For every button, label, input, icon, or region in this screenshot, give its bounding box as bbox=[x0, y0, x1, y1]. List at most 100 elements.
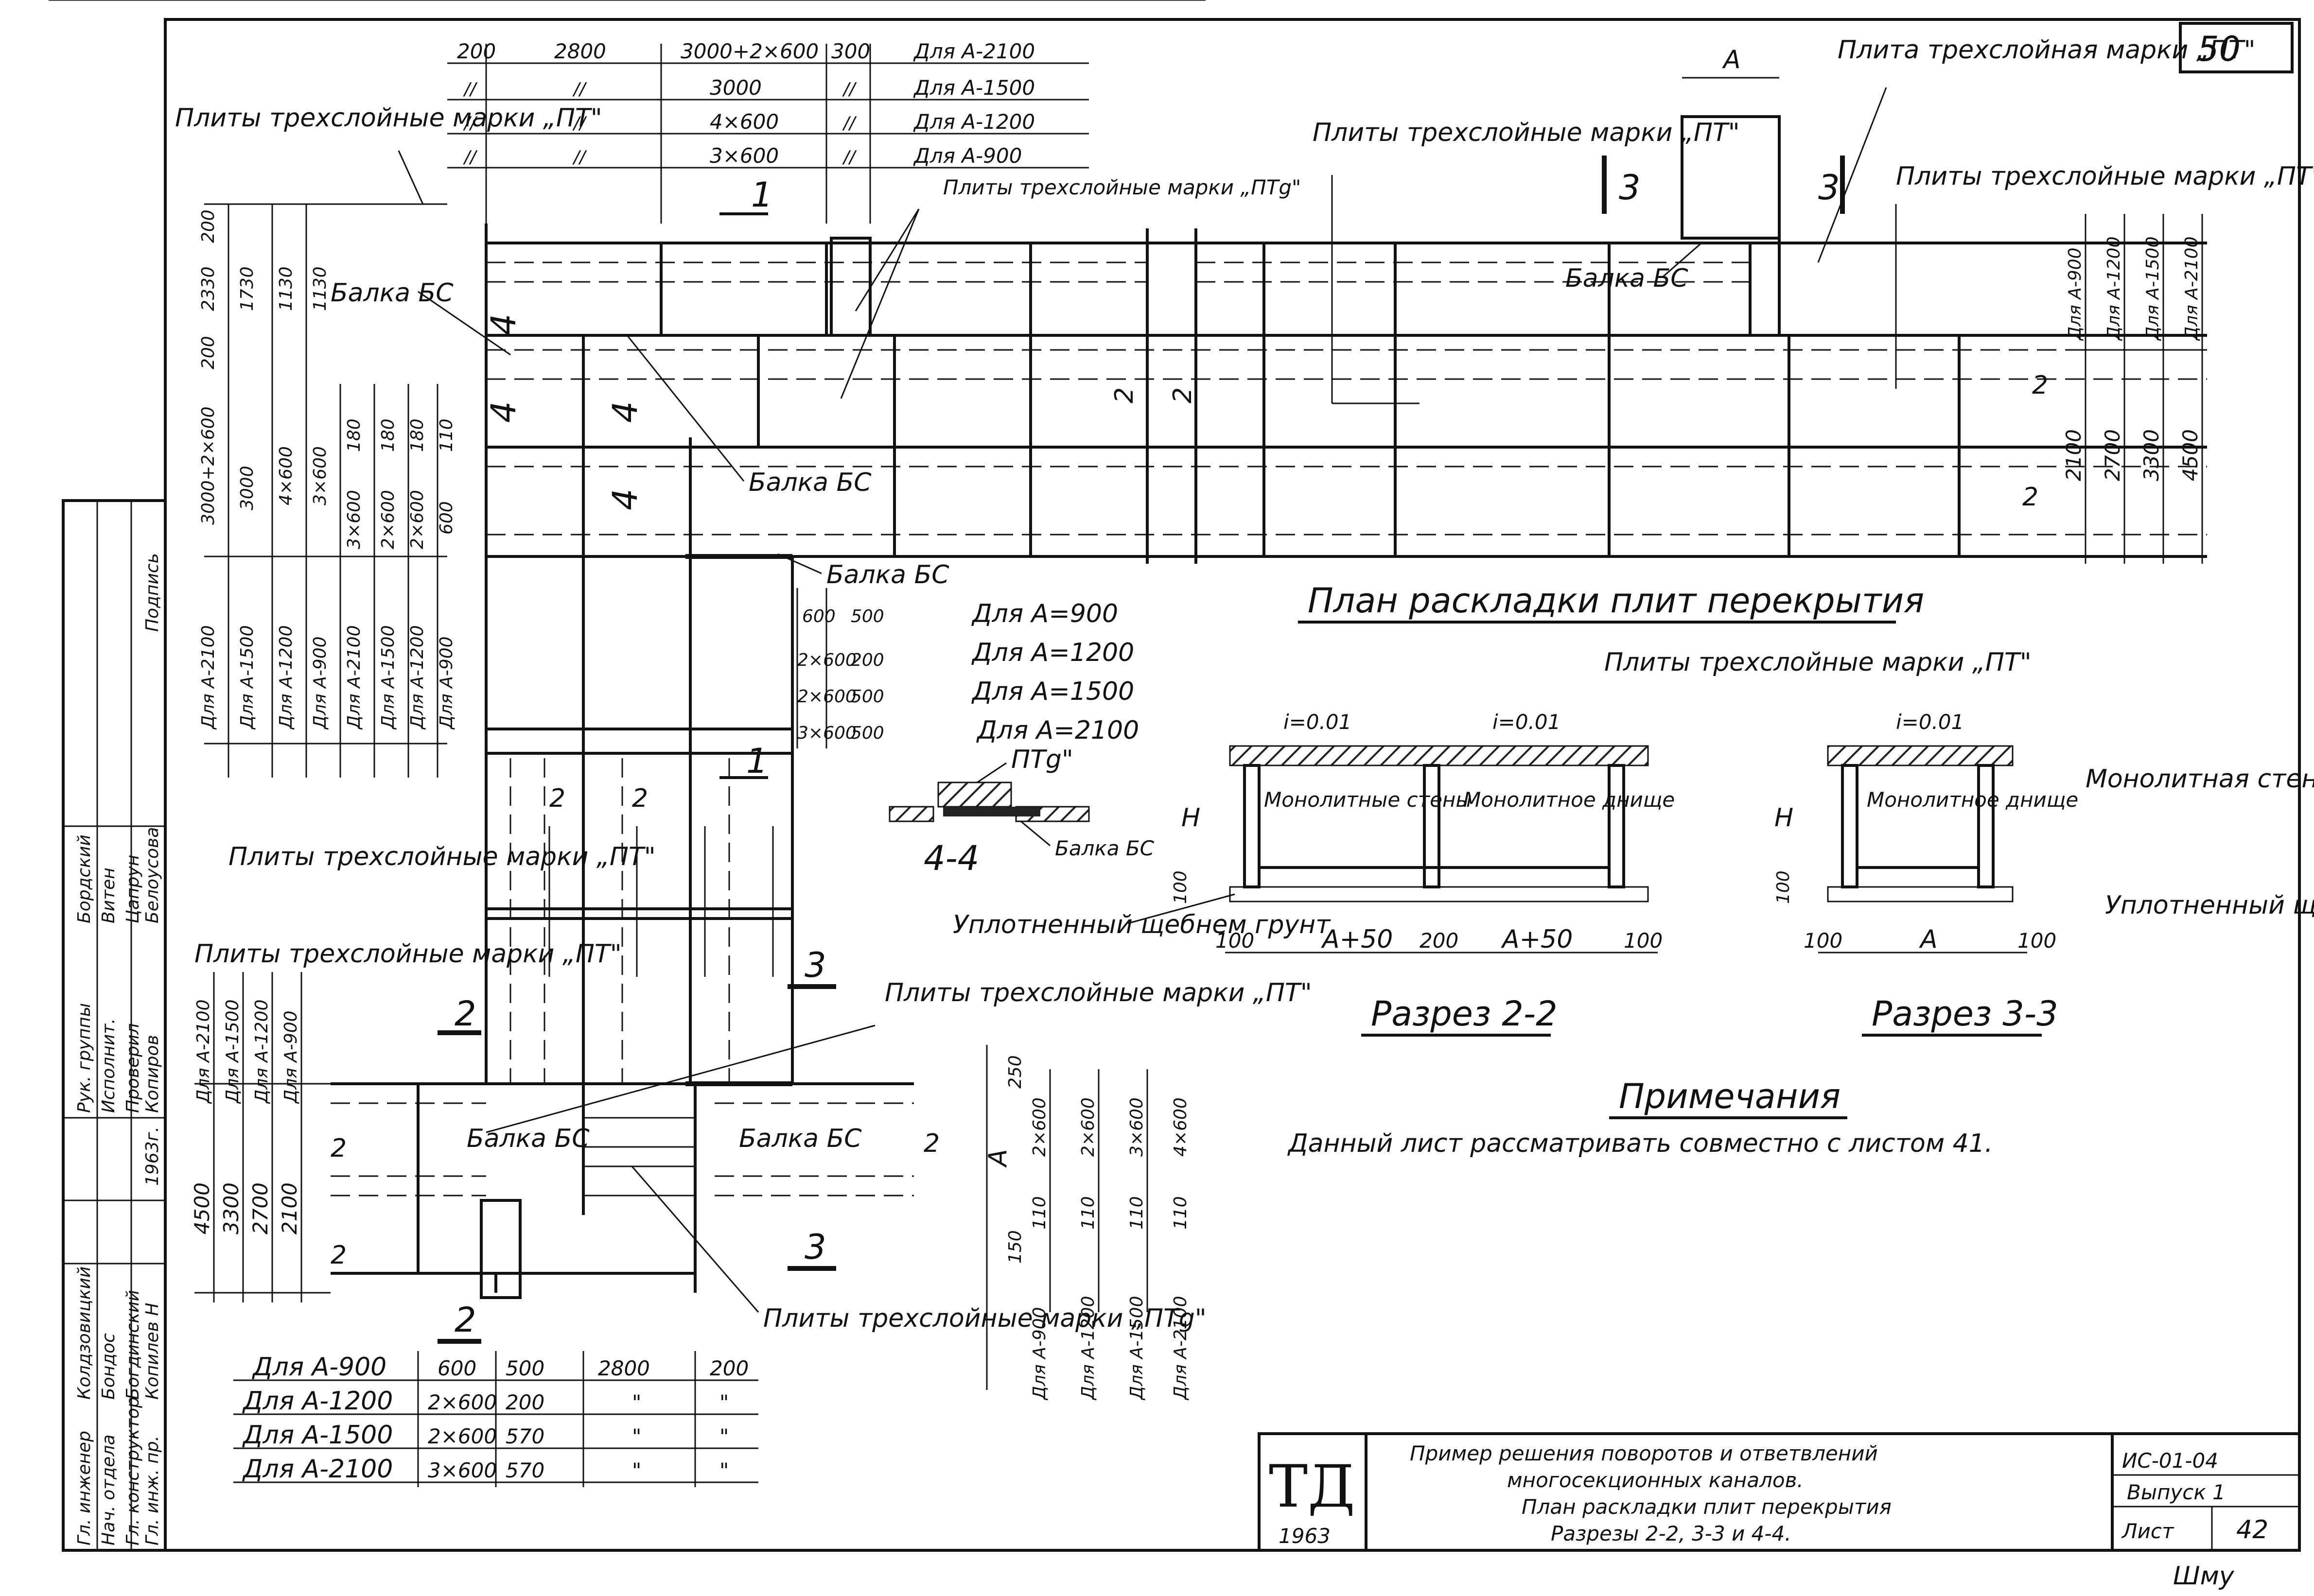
right-val-4500: 4500 bbox=[2178, 429, 2202, 481]
mid-legend-2100: Для А=2100 bbox=[976, 716, 1139, 745]
left-c1-200: 200 bbox=[198, 209, 218, 243]
bd-r2-b: 200 bbox=[506, 1390, 544, 1414]
top-row1-label: Для А-1500 bbox=[913, 76, 1035, 100]
stamp-role-6: Рук. группы bbox=[74, 1003, 94, 1113]
stamp-signature-label: Подпись bbox=[142, 553, 162, 632]
left-c4-3x600: 3×600 bbox=[310, 446, 330, 505]
left-dims: 200 2330 200 3000+2×600 Для А-2100 1730 … bbox=[198, 203, 456, 778]
top-row1-c1: // bbox=[463, 79, 478, 99]
left-c2-3000: 3000 bbox=[237, 466, 257, 510]
top-row1-c3: 3000 bbox=[710, 76, 762, 100]
section-4-4: ПТg" Балка БС 4-4 bbox=[889, 745, 1155, 878]
plan-axis-mark-2: 2 bbox=[1110, 387, 1139, 403]
s33-h: Н bbox=[1774, 803, 1793, 833]
sheet-issue: Выпуск 1 bbox=[2127, 1480, 2226, 1504]
left-c8-110: 110 bbox=[437, 418, 456, 452]
bd-r4-d: " bbox=[719, 1458, 729, 1482]
lr-bottom: 150 bbox=[1005, 1230, 1025, 1264]
top-dims: 200 2800 3000+2×600 300 Для А-2100 // //… bbox=[447, 39, 1089, 224]
lr-gap-2: 110 bbox=[1078, 1196, 1098, 1230]
bd-r2-d: " bbox=[719, 1390, 729, 1414]
title-line-1: Пример решения поворотов и ответвлений bbox=[1410, 1441, 1878, 1465]
left-c3-4x600: 4×600 bbox=[276, 446, 296, 505]
notes-text: Данный лист рассматривать совместно с ли… bbox=[1287, 1129, 1993, 1158]
title-line-4: Разрезы 2-2, 3-3 и 4-4. bbox=[1551, 1522, 1791, 1545]
left-c6-label: Для А-1500 bbox=[378, 625, 398, 730]
plan-branch-mark-4a: 4 bbox=[484, 313, 524, 335]
left-c5-3x600: 3×600 bbox=[344, 490, 364, 549]
bd-r1-b: 500 bbox=[506, 1356, 544, 1380]
lower-right-dims: 250 А 150 2×600 2×600 3×600 4×600 110 11… bbox=[983, 1045, 1191, 1401]
bottom-dims: Для А-900 600 500 2800 200 Для А-1200 2×… bbox=[233, 1351, 758, 1487]
bd-r3-d: " bbox=[719, 1424, 729, 1448]
right-label-1500: Для А-1500 bbox=[2143, 237, 2163, 341]
plan-lower-channel: 2 2 2 bbox=[331, 1082, 940, 1299]
plan-section-marks: 1 1 3 3 3 3 2 2 А bbox=[438, 45, 1845, 1344]
top-row1-c4: // bbox=[842, 79, 857, 99]
s44-ptg: ПТg" bbox=[1011, 745, 1073, 774]
plan-lower-mark-2b: 2 bbox=[331, 1241, 347, 1270]
ll-val-4500: 4500 bbox=[190, 1182, 214, 1234]
label-pt-branch-left-2: Плиты трехслойные марки „ПТ" bbox=[194, 939, 622, 969]
right-label-2100: Для А-2100 bbox=[2182, 237, 2202, 341]
left-c6-2x600: 2×600 bbox=[378, 490, 398, 549]
s33-walls: Монолитная стена bbox=[2086, 764, 2314, 794]
top-dim-2800: 2800 bbox=[554, 39, 606, 63]
left-c4-label: Для А-900 bbox=[310, 636, 330, 730]
section-2-2: i=0.01 i=0.01 Плиты трехслойные марки „П… bbox=[953, 648, 2032, 1037]
label-ptg-top: Плиты трехслойные марки „ПТg" bbox=[943, 175, 1301, 199]
left-c8-label: Для А-900 bbox=[437, 636, 456, 730]
bd-r1-d: 200 bbox=[710, 1356, 749, 1380]
lower-left-dims: Для А-2100 Для А-1500 Для А-1200 Для А-9… bbox=[190, 972, 331, 1302]
right-val-2700: 2700 bbox=[2101, 429, 2124, 481]
s22-slabs-label: Плиты трехслойные марки „ПТ" bbox=[1604, 648, 2032, 677]
bd-r3-label: Для А-1500 bbox=[242, 1421, 393, 1450]
sheet-code: ИС-01-04 bbox=[2122, 1449, 2218, 1473]
plan-branch-mark-4d: 4 bbox=[605, 488, 645, 510]
notes-title: Примечания bbox=[1619, 1076, 1841, 1116]
label-beam-lower-left: Балка БС bbox=[467, 1124, 590, 1153]
lr-label-900: Для А-900 bbox=[1030, 1307, 1050, 1401]
top-row2-label: Для А-1200 bbox=[913, 110, 1035, 134]
ll-label-2100: Для А-2100 bbox=[193, 1000, 213, 1104]
plan-branch-mark-4b: 4 bbox=[484, 401, 524, 423]
top-row3-c1: // bbox=[463, 147, 478, 167]
right-val-2100: 2100 bbox=[2062, 429, 2086, 481]
mid-r2-a: 2×600 bbox=[797, 650, 857, 670]
lr-label-2100: Для А-2100 bbox=[1171, 1296, 1191, 1401]
bd-r4-label: Для А-2100 bbox=[242, 1455, 393, 1484]
mid-r3-b: 500 bbox=[851, 687, 884, 707]
stamp-role-9: Копиров bbox=[142, 1035, 162, 1113]
title-year: 1963 bbox=[1279, 1524, 1331, 1548]
stamp-role-7: Исполнит. bbox=[99, 1018, 119, 1113]
mid-r1-a: 600 bbox=[802, 607, 836, 626]
stamp-role-8: Проверил bbox=[123, 1023, 143, 1113]
bd-r3-b: 570 bbox=[506, 1424, 544, 1448]
s22-gravel: Уплотненный щебнем грунт bbox=[953, 910, 1331, 939]
s22-dim-1: 100 bbox=[1215, 929, 1254, 953]
s33-thickness: 100 bbox=[1773, 870, 1793, 904]
label-beam-right-branch: Балка БС bbox=[826, 560, 949, 590]
s22-dim-3: 200 bbox=[1420, 929, 1458, 953]
top-row2-c4: // bbox=[842, 113, 857, 133]
ll-val-3300: 3300 bbox=[219, 1182, 243, 1234]
right-label-1200: Для А-1200 bbox=[2104, 237, 2124, 341]
section-mark-1-top: 1 bbox=[751, 175, 773, 215]
s22-bottom: Монолитное днище bbox=[1463, 788, 1675, 812]
s22-dim-4: А+50 bbox=[1501, 925, 1573, 954]
sheet-number: 42 bbox=[2236, 1515, 2268, 1544]
plan-branch-mark-2a: 2 bbox=[549, 784, 565, 813]
lr-gap-1: 110 bbox=[1030, 1196, 1050, 1230]
bd-r2-label: Для А-1200 bbox=[242, 1387, 393, 1416]
s33-gravel: Уплотненный щебнем г bbox=[2105, 891, 2314, 920]
side-stamp: Гл. инженер Колдзовицкий Нач. отдела Бон… bbox=[62, 499, 167, 1552]
s33-dim-2: А bbox=[1919, 925, 1938, 954]
stamp-role-1: Гл. инженер bbox=[74, 1431, 94, 1545]
right-val-3300: 3300 bbox=[2139, 429, 2163, 481]
plan-axis-mark-2b: 2 bbox=[1168, 387, 1197, 403]
sheet-label: Лист bbox=[2121, 1519, 2174, 1543]
top-dim-300: 300 bbox=[831, 39, 870, 63]
top-row1-c2: // bbox=[572, 79, 587, 99]
label-beam-lower-right: Балка БС bbox=[739, 1124, 862, 1153]
